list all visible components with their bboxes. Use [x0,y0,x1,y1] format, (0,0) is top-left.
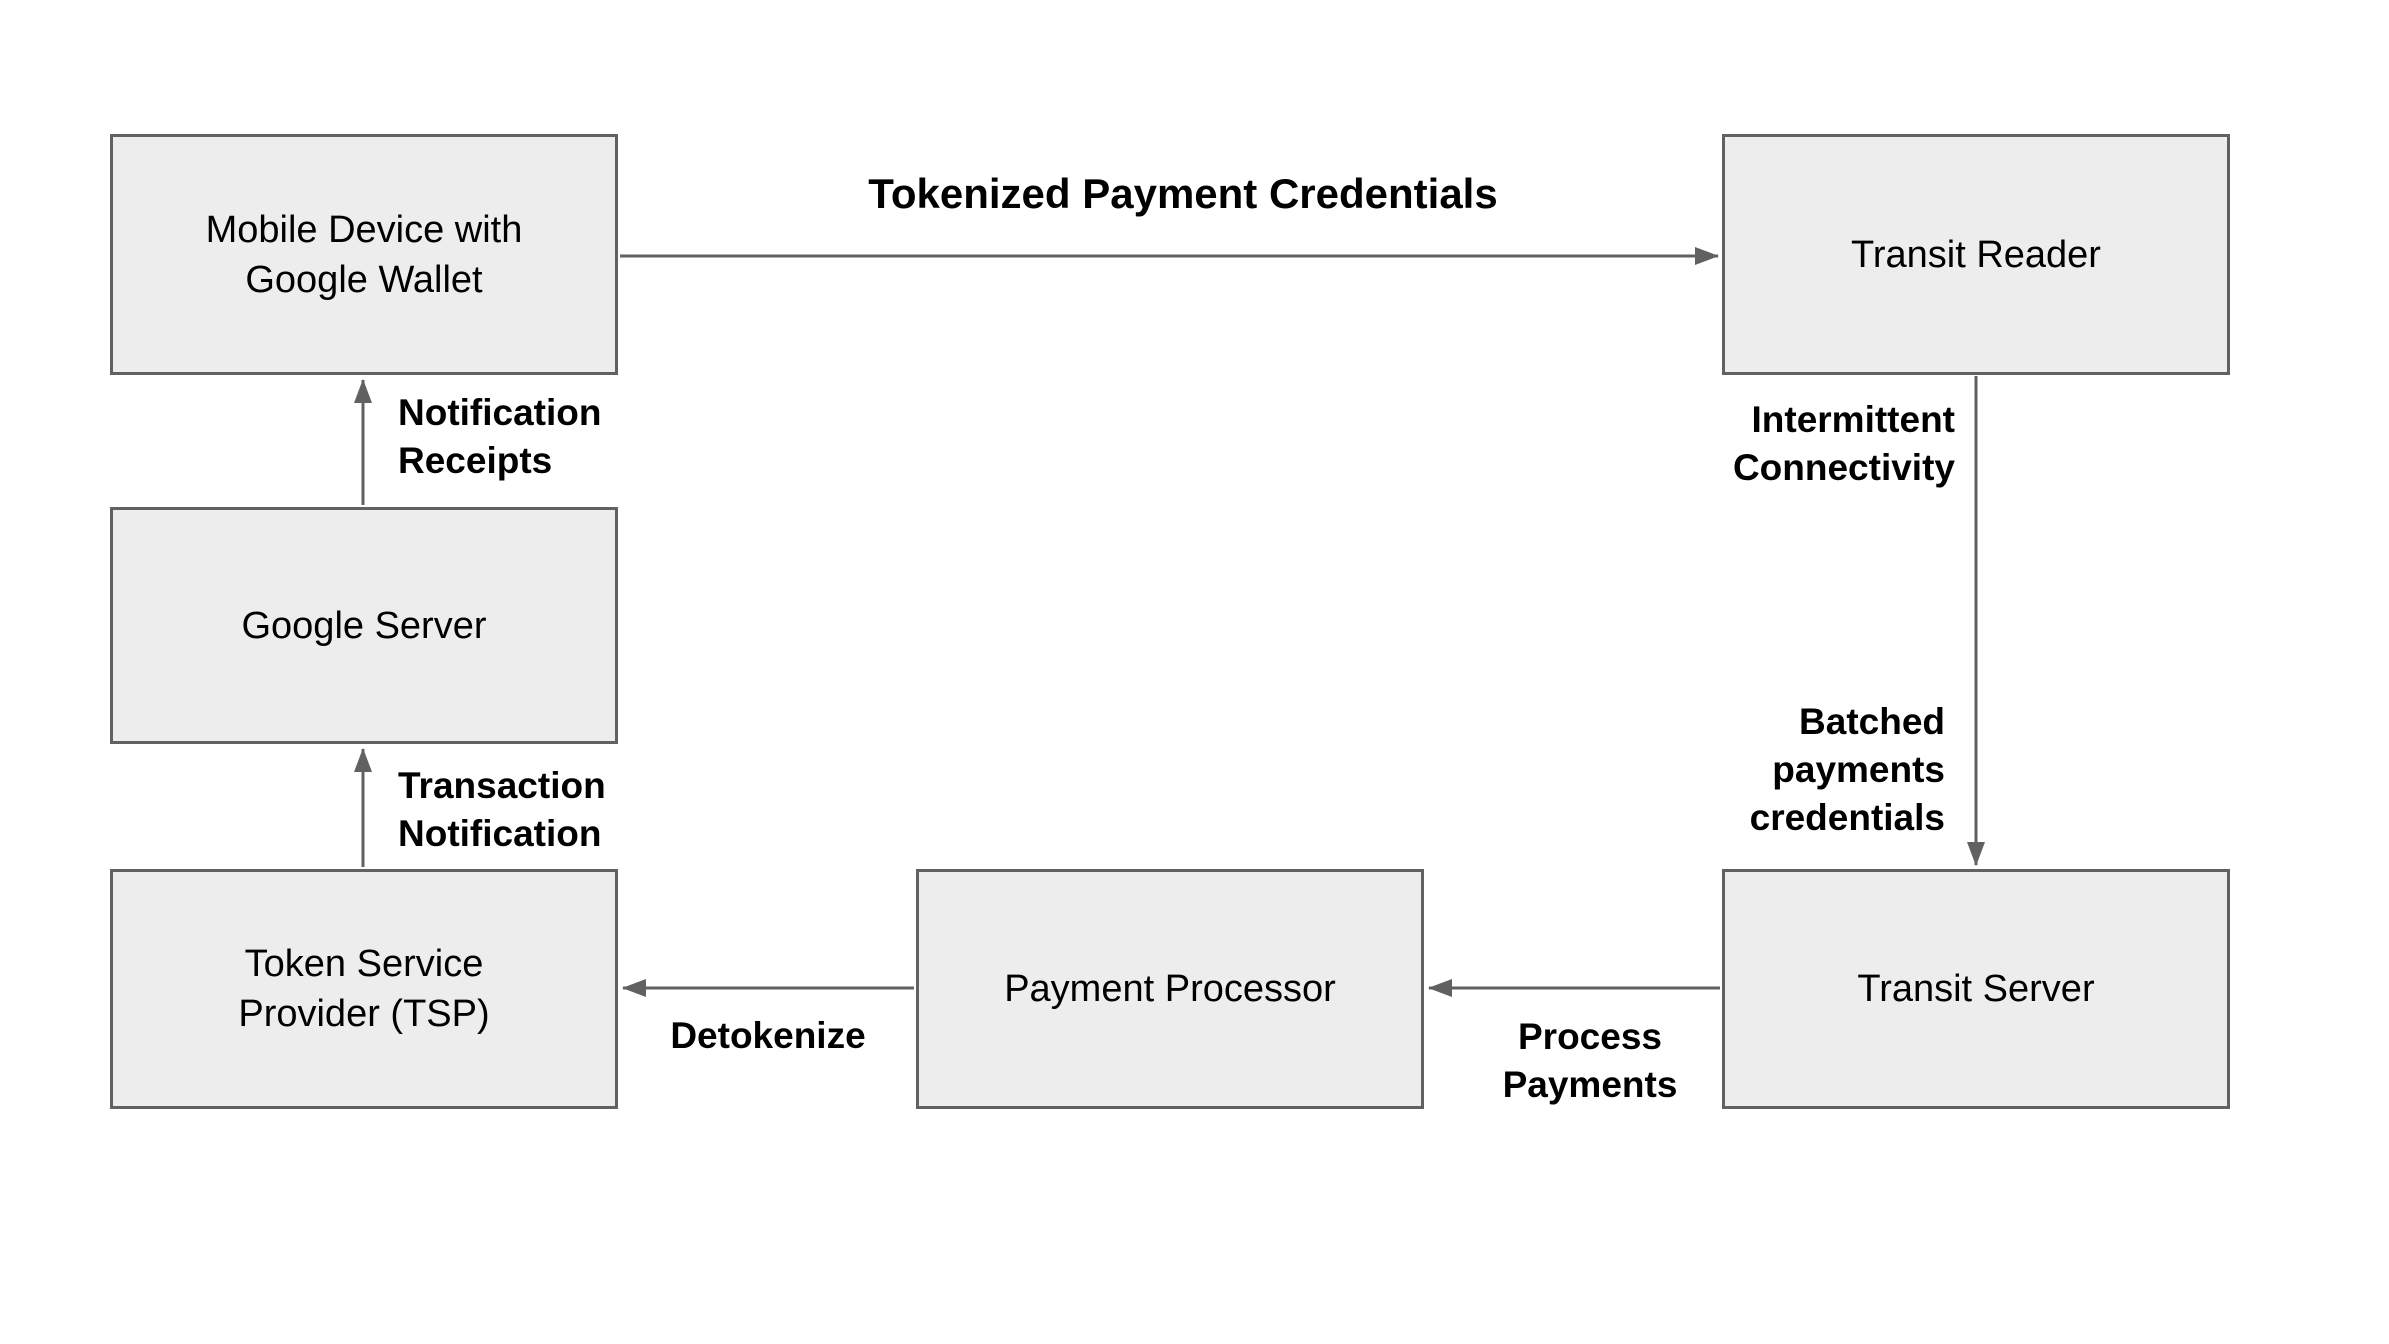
edge-label-process-payments: Process Payments [1502,1016,1678,1105]
edge-label-tokenized-payment-credentials: Tokenized Payment Credentials [868,170,1498,217]
node-transit-reader: Transit Reader [1722,134,2230,375]
edge-label-batched-payments-credentials: Batched payments credentials [1749,701,1945,838]
node-transit-server: Transit Server [1722,869,2230,1109]
edge-label-transaction-notification: Transaction Notification [398,765,606,854]
node-token-service-provider: Token Service Provider (TSP) [110,869,618,1109]
edge-label-detokenize: Detokenize [670,1015,866,1056]
node-payment-processor: Payment Processor [916,869,1424,1109]
edge-label-intermittent-connectivity: Intermittent Connectivity [1732,399,1955,488]
edge-label-notification-receipts: Notification Receipts [398,392,602,481]
node-google-server: Google Server [110,507,618,744]
node-mobile-device: Mobile Device with Google Wallet [110,134,618,375]
